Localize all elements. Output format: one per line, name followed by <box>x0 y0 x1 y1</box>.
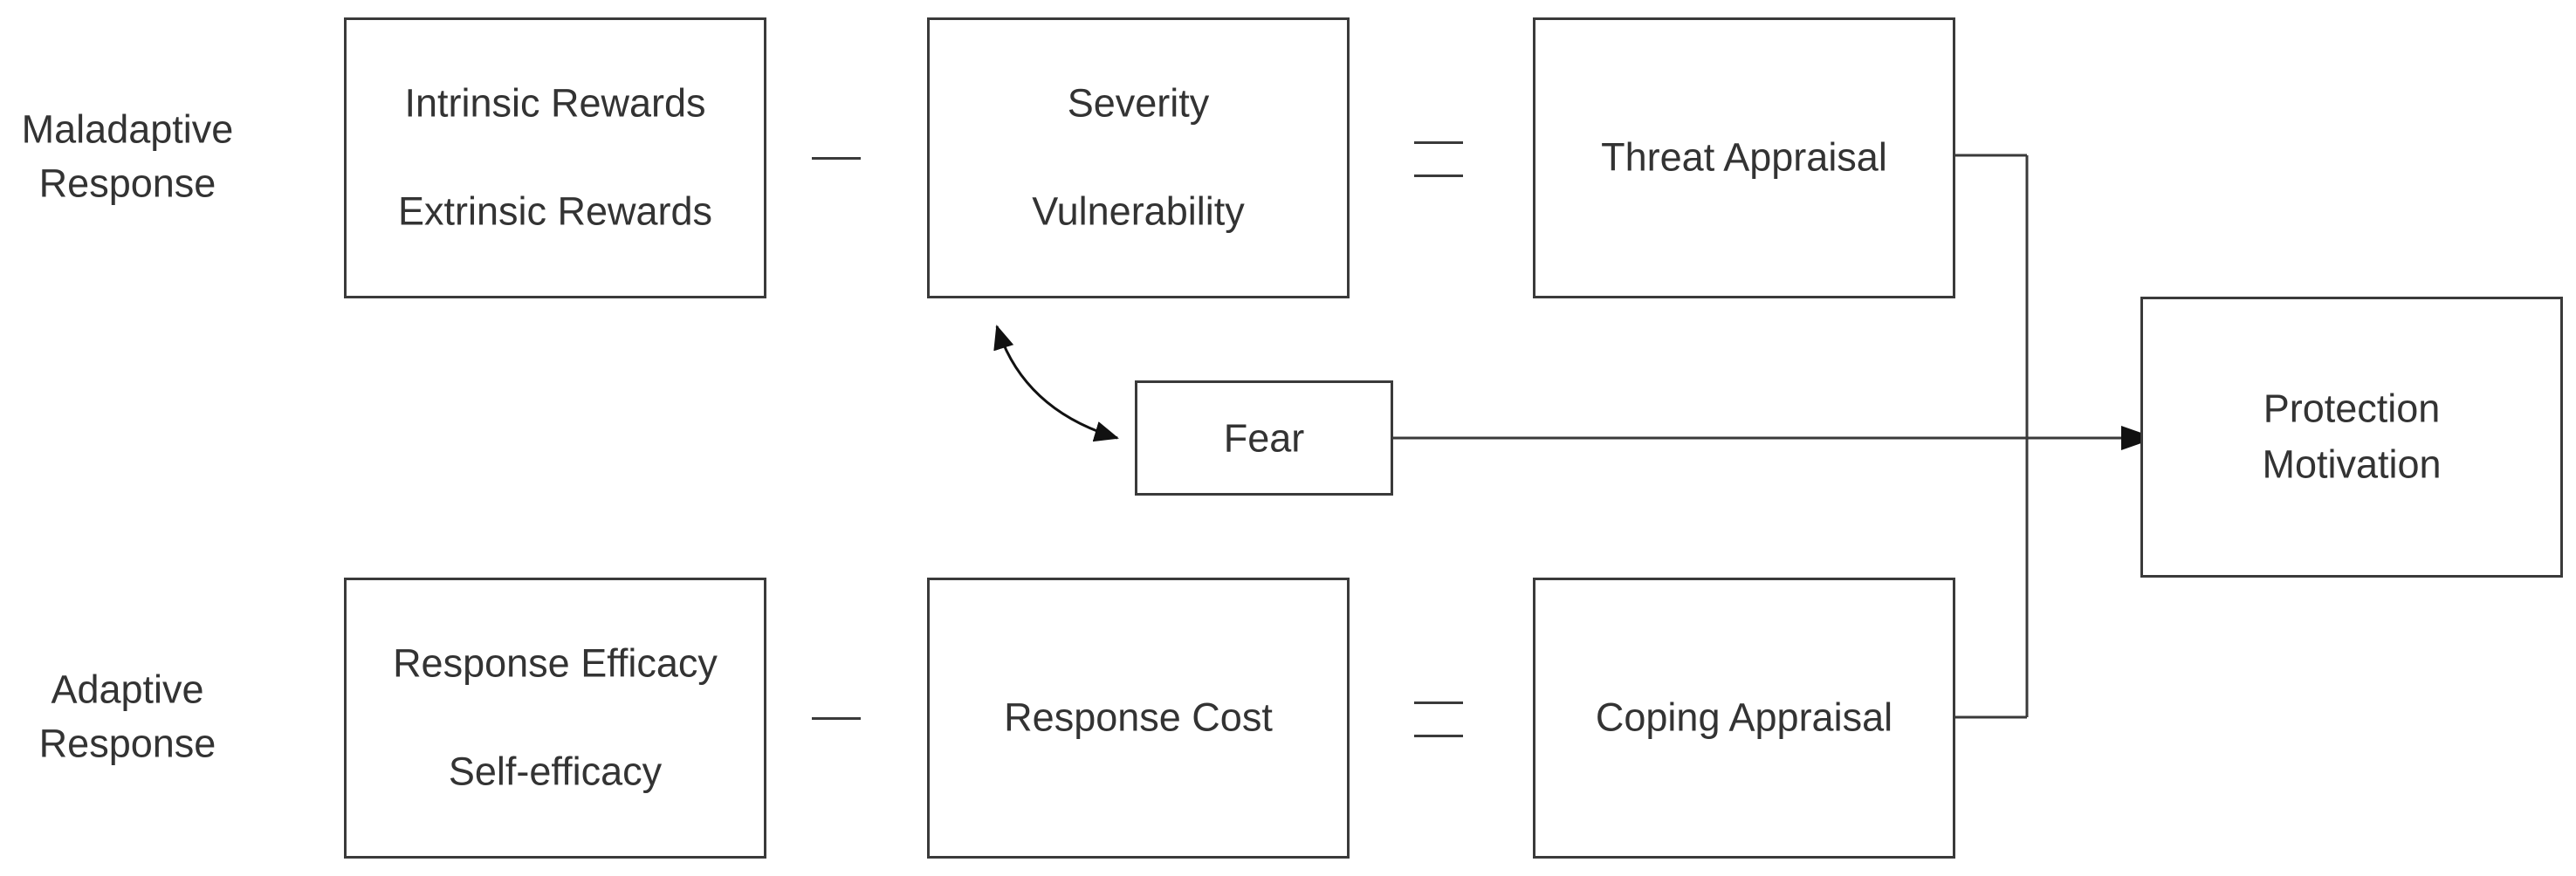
minus-operator-bottom <box>812 717 861 720</box>
protection-text: Protection <box>2263 386 2441 431</box>
self-efficacy-text: Self-efficacy <box>448 749 663 794</box>
protection-motivation-box <box>2140 297 2563 578</box>
intrinsic-rewards-text: Intrinsic Rewards <box>404 80 706 126</box>
fear-text: Fear <box>1223 415 1305 461</box>
equals-operator-bottom-bar2 <box>1414 735 1463 737</box>
equals-operator-top-bar1 <box>1414 141 1463 144</box>
response-efficacy-text: Response Efficacy <box>393 640 718 686</box>
threat-appraisal-box <box>1533 17 1955 298</box>
severity-text: Severity <box>1067 80 1210 126</box>
severity-box <box>927 17 1350 298</box>
coping-appraisal-box <box>1533 578 1955 859</box>
motivation-text: Motivation <box>2262 441 2442 487</box>
maladaptive-response-label-line1: Maladaptive <box>21 106 234 152</box>
extrinsic-rewards-text: Extrinsic Rewards <box>397 188 713 234</box>
vulnerability-text: Vulnerability <box>1032 188 1245 234</box>
adaptive-response-label-line1: Adaptive <box>51 667 204 712</box>
equals-operator-top-bar2 <box>1414 175 1463 177</box>
equals-operator-bottom-bar1 <box>1414 701 1463 704</box>
severity-fear-curved-arrow <box>993 325 1119 442</box>
efficacy-box <box>344 578 766 859</box>
fear-box <box>1135 380 1393 496</box>
coping-appraisal-text: Coping Appraisal <box>1595 695 1893 740</box>
response-cost-text: Response Cost <box>1004 695 1273 740</box>
threat-appraisal-text: Threat Appraisal <box>1601 134 1887 180</box>
minus-operator-top <box>812 157 861 160</box>
rewards-box <box>344 17 766 298</box>
maladaptive-response-label-line2: Response <box>38 161 216 206</box>
adaptive-response-label-line2: Response <box>38 721 216 766</box>
response-cost-box <box>927 578 1350 859</box>
